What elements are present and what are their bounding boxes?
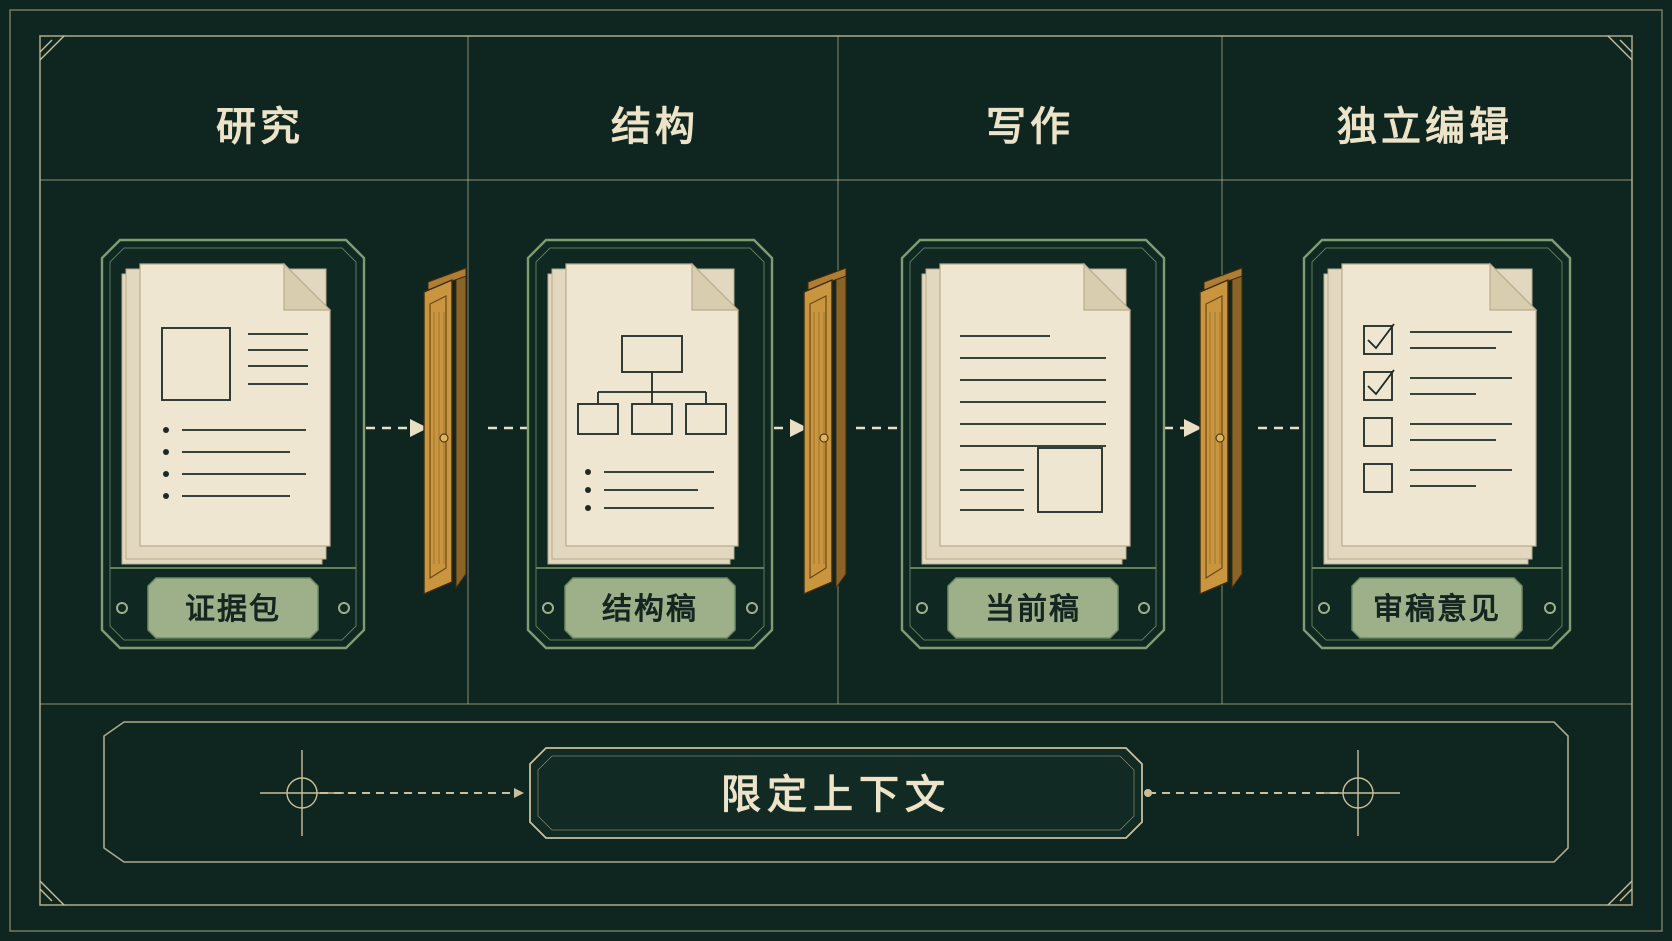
- door-icon-2: [803, 266, 847, 596]
- door-icon-3: [1199, 266, 1243, 596]
- artifact-label: 当前稿: [985, 592, 1081, 627]
- context-label-box: [529, 747, 1143, 839]
- target-right: [1316, 750, 1400, 836]
- stage-title-structure: 结构: [611, 104, 699, 150]
- artifact-label: 审稿意见: [1373, 592, 1501, 627]
- stage-title-independent-edit: 独立编辑: [1337, 104, 1513, 150]
- context-label: 限定上下文: [721, 772, 951, 818]
- artifact-label: 证据包: [185, 592, 281, 627]
- checklist-document-icon: [1323, 262, 1538, 565]
- stage-title-writing: 写作: [986, 104, 1074, 150]
- outline-document-icon: [547, 262, 740, 565]
- card-structure: 结构稿: [526, 238, 774, 650]
- door-icon-1: [423, 266, 467, 596]
- context-section: 限定上下文: [103, 721, 1569, 863]
- target-left: [260, 750, 344, 836]
- card-writing: 当前稿: [900, 238, 1166, 650]
- card-research: 证据包: [100, 238, 366, 650]
- stage-title-research: 研究: [216, 104, 304, 150]
- evidence-document-icon: [121, 262, 332, 565]
- frame: [9, 9, 1663, 932]
- stage-titles: 研究 结构 写作 独立编辑: [216, 104, 1513, 150]
- card-independent-edit: 审稿意见: [1302, 238, 1572, 650]
- draft-document-icon: [921, 262, 1132, 565]
- artifact-label: 结构稿: [602, 592, 698, 627]
